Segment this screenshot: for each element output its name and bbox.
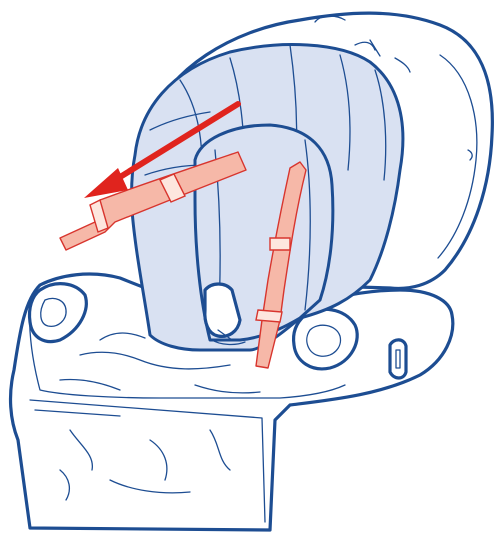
- release-button-right: [390, 340, 406, 378]
- strap-right-adjuster: [270, 238, 290, 250]
- strap-right-buckle: [256, 310, 282, 322]
